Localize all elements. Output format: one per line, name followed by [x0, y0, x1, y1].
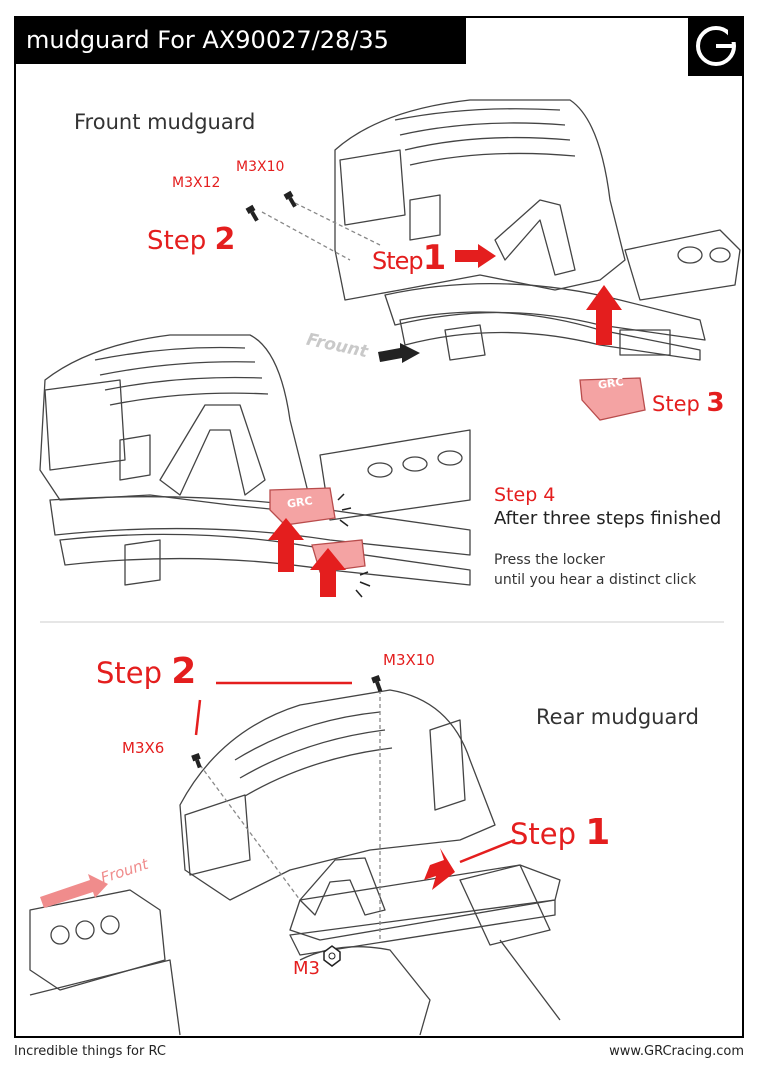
front-step3-label: Step 3: [652, 388, 725, 418]
step-number: 2: [171, 651, 197, 692]
front-step4-title: Step 4: [494, 484, 556, 506]
arrow-step3-up-icon: [586, 285, 622, 345]
direction-arrow-front-icon: [378, 343, 420, 363]
step-number: 3: [706, 388, 725, 418]
step-number: 2: [214, 222, 236, 257]
front-step1-label: Step1: [372, 238, 447, 278]
rear-mudguard-drawing: [29, 689, 561, 1036]
page-title: mudguard For AX90027/28/35: [14, 16, 466, 64]
screw-m3x12-icon: [245, 204, 259, 222]
screw-rear-m3x10-icon: [371, 674, 383, 693]
rear-nut-label: M3: [293, 958, 320, 979]
front-section-title: Frount mudguard: [74, 110, 256, 134]
front-step2-label: Step 2: [147, 222, 235, 257]
arrow-rear-step1-icon: [424, 848, 455, 890]
rear-step2-label: Step 2: [96, 651, 196, 692]
rear-step1-label: Step 1: [510, 812, 610, 853]
nut-m3-icon: [323, 945, 341, 967]
step-word: Step: [510, 817, 577, 851]
step-number: 1: [585, 812, 611, 853]
front-note-line2: until you hear a distinct click: [494, 572, 697, 588]
front-step4-subtitle: After three steps finished: [494, 508, 722, 529]
step-word: Step: [96, 656, 163, 690]
grc-g-logo-icon: [688, 16, 744, 76]
rear-section-title: Rear mudguard: [536, 705, 699, 729]
front-mudguard-assembled-drawing: [39, 334, 471, 586]
step-word: Step: [652, 392, 700, 416]
locker-installed-icon: [269, 487, 336, 526]
screw-m3x10-icon: [283, 190, 297, 208]
arrow-step1-icon: [455, 244, 496, 268]
screw-label-m3x10: M3X10: [236, 159, 285, 175]
step-word: Step: [372, 247, 424, 275]
screw-label-m3x12: M3X12: [172, 175, 221, 191]
arrow-step4-b-icon: [310, 548, 346, 597]
front-mudguard-top-drawing: [334, 99, 741, 361]
rear-screw-label-m3x10: M3X10: [383, 651, 435, 669]
screw-rear-m3x6-icon: [191, 752, 202, 769]
locker-step3-icon: [579, 377, 646, 421]
front-note-line1: Press the locker: [494, 552, 605, 568]
footer-tagline: Incredible things for RC: [14, 1044, 166, 1059]
direction-arrow-rear-icon: [40, 874, 108, 908]
rear-screw-label-m3x6: M3X6: [122, 739, 165, 757]
step-word: Step: [147, 226, 207, 256]
step-number: 1: [422, 238, 447, 278]
arrow-step4-a-icon: [268, 518, 304, 572]
footer-website-link[interactable]: www.GRCracing.com: [609, 1044, 744, 1059]
